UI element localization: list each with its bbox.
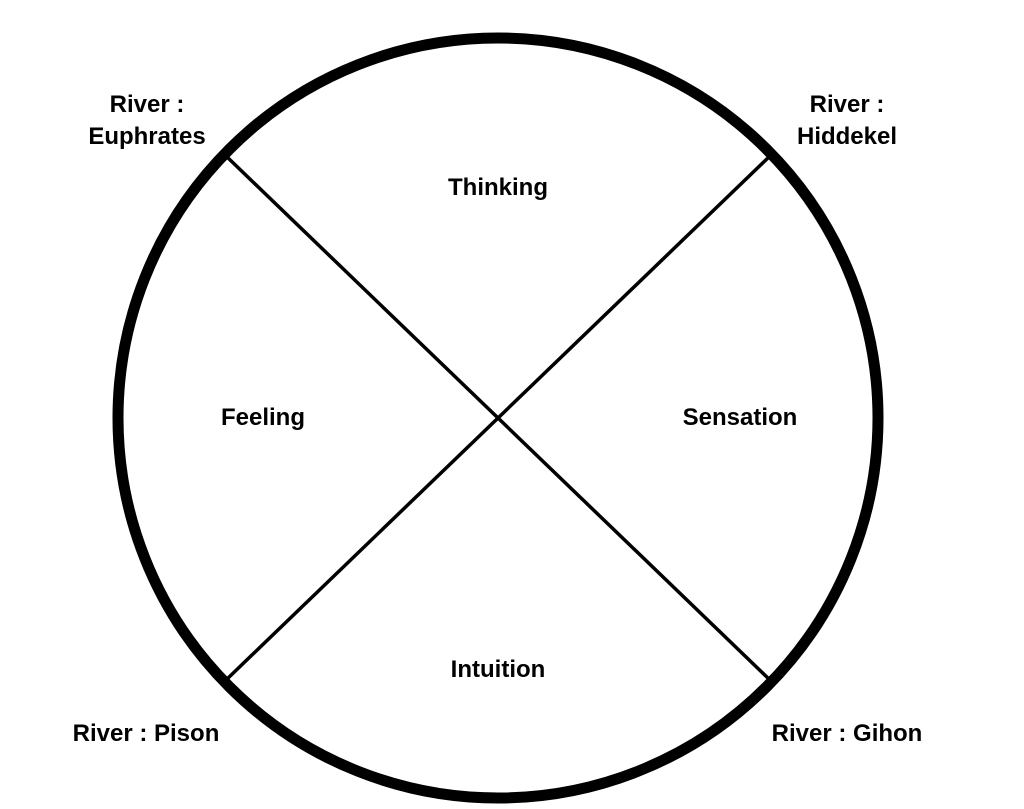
river-label-name: Hiddekel [796,123,898,150]
river-label-name: Euphrates [88,123,206,150]
river-label-line: River : [109,91,185,118]
river-label-pison: River : Pison [72,720,220,747]
outer-circle [112,32,884,804]
river-label-hiddekel: River : Hiddekel [747,89,947,153]
quadrant-label-intuition: Intuition [450,656,546,683]
quadrant-label-sensation: Sensation [682,404,798,431]
river-label-euphrates: River : Euphrates [47,89,247,153]
river-label-line: River : [809,91,885,118]
quadrant-label-thinking: Thinking [448,174,548,201]
quadrant-label-feeling: Feeling [220,404,305,431]
diagonal-line-tr-bl [223,153,773,683]
river-label-gihon: River : Gihon [771,720,923,747]
